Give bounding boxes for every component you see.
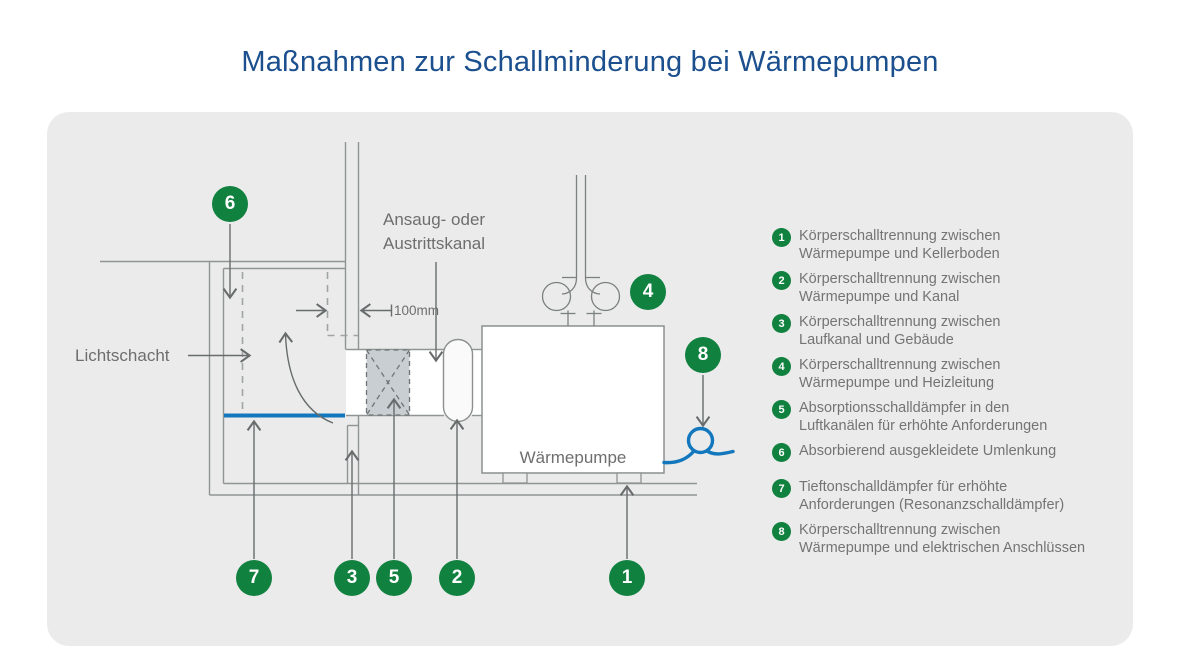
label-dimension-100mm: 100mm [394,303,440,318]
legend-item-3: 3 Körperschalltrennung zwischen Laufkana… [772,313,1142,349]
legend-text-6-line1: Absorbierend ausgekleidete Umlenkung [799,443,1057,459]
legend-item-7: 7 Tieftonschalldämpfer für erhöhte Anfor… [772,478,1142,514]
legend-item-8: 8 Körperschalltrennung zwischen Wärmepum… [772,521,1142,557]
legend-text-8-line2: Wärmepumpe und elektrischen Anschlüssen [799,540,1086,556]
marker-4: 4 [630,274,666,310]
legend-text-7: Tieftonschalldämpfer für erhöhte Anforde… [799,478,1064,514]
legend-badge-2: 2 [772,271,791,290]
label-duct: Ansaug- oder Austrittskanal [383,208,485,256]
legend-item-2: 2 Körperschalltrennung zwischen Wärmepum… [772,270,1142,306]
legend-badge-6: 6 [772,443,791,462]
flexible-connector-capsule [442,338,474,423]
heating-pipes-loops [541,175,621,326]
power-cable-loop [662,426,735,465]
legend-text-1-line1: Körperschalltrennung zwischen [799,228,1001,244]
legend-text-5: Absorptionsschalldämpfer in den Luftkanä… [799,399,1047,435]
dimension-lines [296,303,393,318]
building-walls [100,142,360,495]
marker-8: 8 [685,337,721,373]
legend-text-2-line1: Körperschalltrennung zwischen [799,271,1001,287]
legend-item-5: 5 Absorptionsschalldämpfer in den Luftka… [772,399,1142,435]
label-duct-line1: Ansaug- oder [383,210,486,229]
legend-badge-7: 7 [772,479,791,498]
legend-item-1: 1 Körperschalltrennung zwischen Wärmepum… [772,227,1142,263]
legend-badge-1: 1 [772,228,791,247]
label-heat-pump: Wärmepumpe [519,448,627,467]
legend-text-7-line1: Tieftonschalldämpfer für erhöhte [799,479,1008,495]
marker-7: 7 [236,560,272,596]
marker-2: 2 [439,560,475,596]
absorbing-lining-dashed [241,272,358,413]
legend-text-5-line2: Luftkanälen für erhöhte Anforderungen [799,418,1048,434]
legend-text-3: Körperschalltrennung zwischen Laufkanal … [799,313,1001,349]
legend-text-4-line2: Wärmepumpe und Heizleitung [799,375,995,391]
legend-text-6: Absorbierend ausgekleidete Umlenkung [799,442,1056,460]
legend-text-3-line1: Körperschalltrennung zwischen [799,314,1001,330]
marker-3: 3 [334,560,370,596]
legend-text-1-line2: Wärmepumpe und Kellerboden [799,246,1000,262]
page-title: Maßnahmen zur Schallminderung bei Wärmep… [241,46,939,78]
marker-6: 6 [212,186,248,222]
legend-text-4-line1: Körperschalltrennung zwischen [799,357,1001,373]
heat-pump-outline [481,325,665,484]
light-shaft-outline [222,267,345,484]
legend-item-6: 6 Absorbierend ausgekleidete Umlenkung [772,442,1142,462]
legend-text-8-line1: Körperschalltrennung zwischen [799,522,1001,538]
legend-badge-3: 3 [772,314,791,333]
legend-badge-4: 4 [772,357,791,376]
marker-5: 5 [376,560,412,596]
label-lichtschacht: Lichtschacht [75,346,170,365]
legend-badge-5: 5 [772,400,791,419]
absorption-silencer-hatched-box [365,349,411,416]
annotation-arrows [188,224,711,559]
legend-text-2: Körperschalltrennung zwischen Wärmepumpe… [799,270,1001,306]
legend-item-4: 4 Körperschalltrennung zwischen Wärmepum… [772,356,1142,392]
label-duct-line2: Austrittskanal [383,234,486,253]
legend-text-2-line2: Wärmepumpe und Kanal [799,289,960,305]
legend-text-4: Körperschalltrennung zwischen Wärmepumpe… [799,356,1001,392]
marker-1: 1 [609,560,645,596]
legend-text-1: Körperschalltrennung zwischen Wärmepumpe… [799,227,1001,263]
legend: 1 Körperschalltrennung zwischen Wärmepum… [772,227,1142,564]
legend-text-5-line1: Absorptionsschalldämpfer in den [799,400,1010,416]
floor-lines [209,482,697,496]
legend-text-3-line2: Laufkanal und Gebäude [799,332,954,348]
legend-badge-8: 8 [772,522,791,541]
legend-text-7-line2: Anforderungen (Resonanzschalldämpfer) [799,497,1065,513]
legend-text-8: Körperschalltrennung zwischen Wärmepumpe… [799,521,1085,557]
